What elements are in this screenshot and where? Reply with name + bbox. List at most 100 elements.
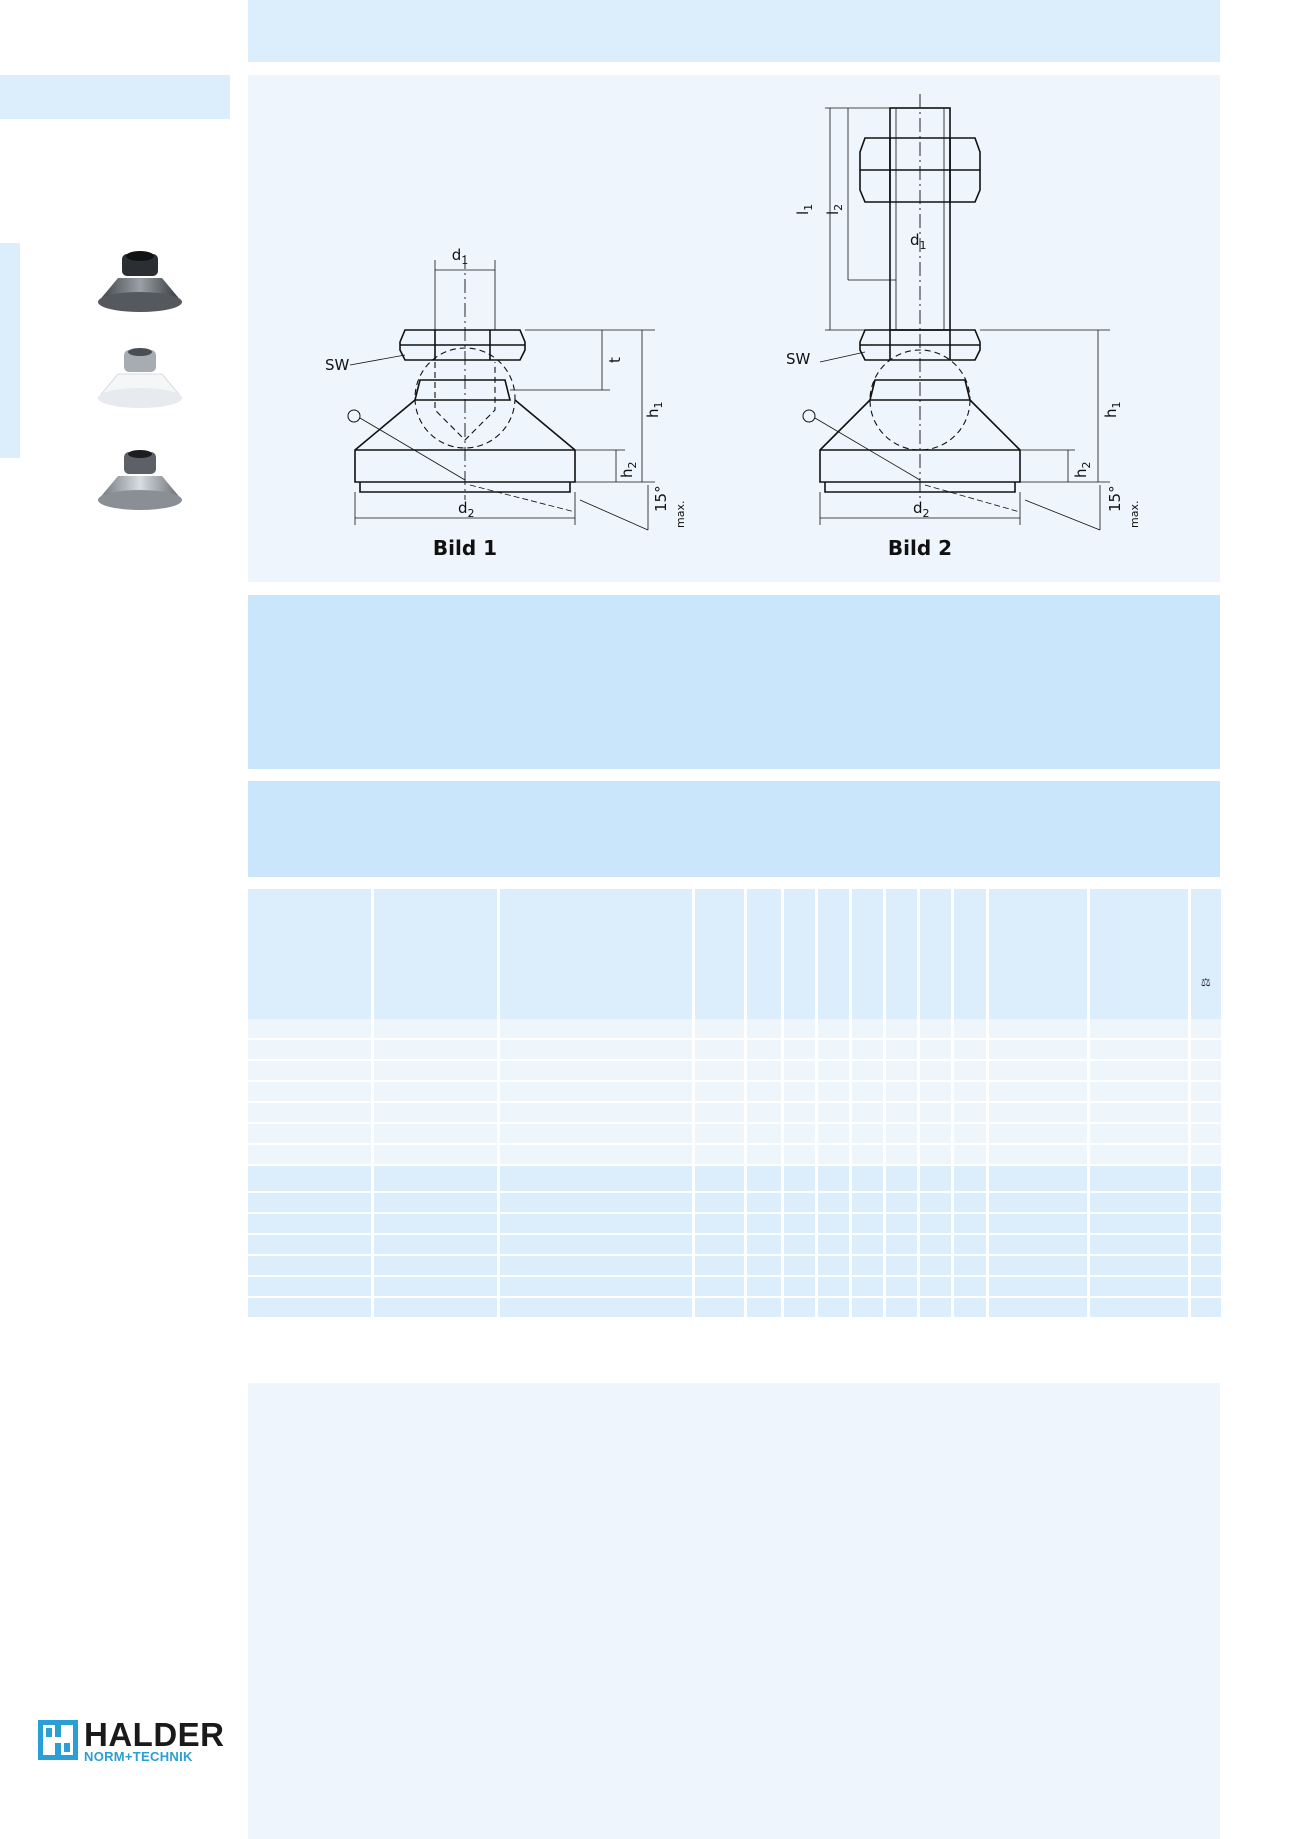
table-cell (816, 1172, 852, 1193)
table-cell (918, 1213, 954, 1235)
table-row (248, 1081, 1221, 1103)
table-cell (952, 1255, 989, 1277)
table-cell (816, 1213, 852, 1235)
fig2-l2-label: l (824, 211, 842, 215)
table-cell (884, 1039, 920, 1061)
table-cell (248, 1192, 374, 1214)
table-cell (1088, 1060, 1191, 1082)
table-cell (952, 1060, 989, 1082)
table-cell (1189, 1213, 1221, 1235)
header-cell (816, 889, 852, 1019)
table-cell (918, 1123, 954, 1145)
table-cell (884, 1297, 920, 1319)
table-cell (1088, 1019, 1191, 1040)
table-cell (987, 1213, 1090, 1235)
table-row (248, 1234, 1221, 1256)
header-cell (952, 889, 989, 1019)
table-cell (372, 1081, 500, 1103)
table-cell (248, 1213, 374, 1235)
table-cell (693, 1276, 747, 1298)
table-cell (918, 1172, 954, 1193)
table-cell (884, 1144, 920, 1166)
table-cell (816, 1060, 852, 1082)
fig2-angle-note: max. (1128, 501, 1141, 528)
fig2-d2-sub: 2 (923, 507, 930, 520)
table-cell (952, 1123, 989, 1145)
table-cell (782, 1144, 818, 1166)
table-cell (816, 1123, 852, 1145)
table-cell (372, 1255, 500, 1277)
svg-text:h1: h1 (1102, 401, 1123, 418)
fig2-h2-label: h (1072, 468, 1090, 478)
table-cell (745, 1172, 784, 1193)
table-cell (884, 1060, 920, 1082)
table-cell (1088, 1165, 1191, 1172)
table-cell (987, 1102, 1090, 1124)
table-cell (850, 1297, 886, 1319)
table-cell (884, 1123, 920, 1145)
table-cell (498, 1081, 695, 1103)
table-cell (782, 1192, 818, 1214)
table-cell (248, 1039, 374, 1061)
fig1-h1-label: h (644, 408, 662, 418)
table-row (248, 1172, 1221, 1193)
table-cell (782, 1255, 818, 1277)
header-cell (745, 889, 784, 1019)
table-cell (372, 1172, 500, 1193)
fig2-d2-label: d (913, 499, 923, 517)
table-cell (1088, 1144, 1191, 1166)
table-cell (884, 1081, 920, 1103)
table-cell (918, 1192, 954, 1214)
table-cell (498, 1102, 695, 1124)
table-cell (372, 1019, 500, 1040)
table-cell (816, 1234, 852, 1256)
table-cell (952, 1019, 989, 1040)
table-cell (987, 1081, 1090, 1103)
table-cell (1088, 1255, 1191, 1277)
table-cell (745, 1255, 784, 1277)
table-cell (248, 1234, 374, 1256)
table-cell (693, 1060, 747, 1082)
table-cell (884, 1192, 920, 1214)
svg-text:h2: h2 (1072, 461, 1093, 478)
technical-drawing: d1 SW t h1 h2 d2 15° max. Bild 1 (325, 94, 1141, 560)
table-cell (782, 1165, 818, 1172)
table-cell (952, 1102, 989, 1124)
table-cell (782, 1172, 818, 1193)
header-cell (498, 889, 695, 1019)
table-cell (850, 1102, 886, 1124)
table-cell (693, 1144, 747, 1166)
table-cell (248, 1297, 374, 1319)
svg-text:h2: h2 (618, 461, 639, 478)
table-cell (952, 1297, 989, 1319)
table-cell (884, 1019, 920, 1040)
table-cell (1189, 1172, 1221, 1193)
table-cell (372, 1234, 500, 1256)
table-cell (816, 1192, 852, 1214)
drawing-panel (248, 75, 1220, 582)
table-cell (850, 1276, 886, 1298)
table-cell (745, 1060, 784, 1082)
table-cell (693, 1234, 747, 1256)
table-header-row: ⚖ (248, 889, 1221, 1019)
table-cell (1088, 1081, 1191, 1103)
table-cell (918, 1060, 954, 1082)
figure-2-caption: Bild 2 (888, 536, 952, 560)
table-cell (987, 1255, 1090, 1277)
table-cell (372, 1060, 500, 1082)
table-cell (918, 1234, 954, 1256)
svg-text:l1: l1 (794, 204, 815, 215)
weight-icon: ⚖ (1200, 976, 1211, 989)
table-cell (952, 1039, 989, 1061)
table-cell (372, 1102, 500, 1124)
table-cell (248, 1019, 374, 1040)
description-panel (248, 595, 1220, 769)
table-cell (918, 1019, 954, 1040)
table-cell (816, 1297, 852, 1319)
table-cell (1189, 1102, 1221, 1124)
table-cell (248, 1060, 374, 1082)
table-cell (1189, 1144, 1221, 1166)
table-cell (850, 1144, 886, 1166)
table-cell (987, 1039, 1090, 1061)
table-cell (918, 1165, 954, 1172)
